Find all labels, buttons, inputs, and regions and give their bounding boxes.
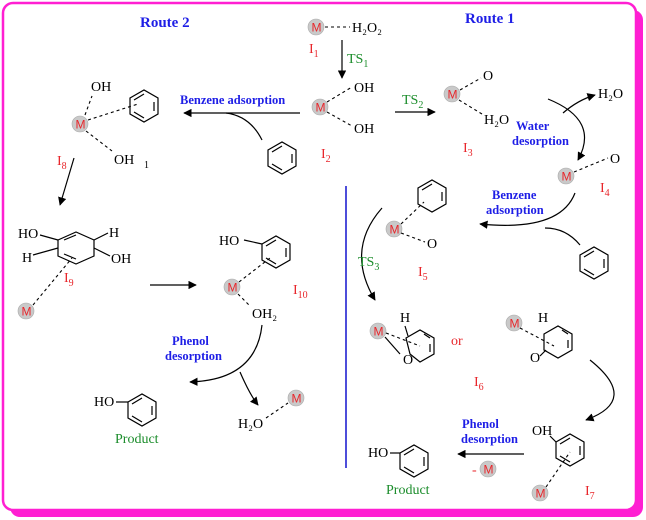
svg-text:M: M xyxy=(316,101,326,115)
i9-h-right: H xyxy=(109,226,119,241)
svg-text:M: M xyxy=(292,392,302,406)
i6a-o: O xyxy=(403,353,413,368)
metal-atom-released-r1: M xyxy=(479,460,497,478)
ring-i6b xyxy=(543,325,573,359)
benzene-ring-r1 xyxy=(579,246,609,280)
metal-atom-i8: M xyxy=(71,115,89,133)
svg-text:M: M xyxy=(228,281,238,295)
i8-oh-top: OH xyxy=(91,80,111,95)
step-water-desorption-2: desorption xyxy=(512,134,569,148)
intermediate-i10: I10 xyxy=(293,283,308,301)
intermediate-i8: I8 xyxy=(57,154,67,172)
phenol-ring-r1 xyxy=(399,444,429,478)
ring-i9 xyxy=(57,231,95,265)
svg-text:M: M xyxy=(562,170,572,184)
svg-text:M: M xyxy=(22,305,32,319)
ring-i6a xyxy=(405,329,435,363)
i9-h-left: H xyxy=(22,251,32,266)
step-water-desorption-1: Water xyxy=(516,119,550,133)
ts2-label: TS2 xyxy=(402,93,423,111)
i10-oh2: OH₂ xyxy=(252,307,277,322)
metal-atom-released-r2: M xyxy=(287,389,305,407)
i6a-h: H xyxy=(400,311,410,326)
step-phenol-desorption-r2-1: Phenol xyxy=(172,334,209,348)
or-label: or xyxy=(451,334,463,349)
i2-oh-top: OH xyxy=(354,81,374,96)
svg-text:M: M xyxy=(76,118,86,132)
minus-sign: - xyxy=(472,463,477,478)
intermediate-i6: I6 xyxy=(474,375,484,393)
route2-title: Route 2 xyxy=(140,15,190,31)
i5-o: O xyxy=(427,237,437,252)
svg-text:M: M xyxy=(510,317,520,331)
i7-oh: OH xyxy=(532,424,552,439)
benzene-ring-i5 xyxy=(417,179,447,213)
benzene-ring-i8 xyxy=(129,89,159,123)
h2o2-label: H₂O₂ xyxy=(352,21,382,36)
intermediate-i1: I1 xyxy=(309,42,319,60)
i6b-h: H xyxy=(538,311,548,326)
metal-atom-i6b: M xyxy=(505,314,523,332)
route1-title: Route 1 xyxy=(465,11,515,27)
step-benzene-adsorption-r2: Benzene adsorption xyxy=(180,93,285,107)
intermediate-i9: I9 xyxy=(64,271,74,289)
metal-atom-i7: M xyxy=(531,484,549,502)
metal-atom-i3: M xyxy=(443,85,461,103)
metal-atom-i9: M xyxy=(17,302,35,320)
i3-o: O xyxy=(483,69,493,84)
i8-oh-bottom: OH xyxy=(114,153,134,168)
product-r1-ho: HO xyxy=(368,446,388,461)
product-r2-label: Product xyxy=(115,432,159,447)
metal-atom-i4: M xyxy=(557,167,575,185)
step-phenol-desorption-r2-2: desorption xyxy=(165,349,222,363)
intermediate-i2: I2 xyxy=(321,147,331,165)
metal-atom-i5: M xyxy=(385,220,403,238)
i6b-o: O xyxy=(530,351,540,366)
svg-text:M: M xyxy=(536,487,546,501)
product-r1-label: Product xyxy=(386,483,430,498)
svg-text:M: M xyxy=(484,463,494,477)
i9-oh: OH xyxy=(111,252,131,267)
intermediate-i5: I5 xyxy=(418,265,428,283)
ts3-label: TS3 xyxy=(358,255,379,273)
i3-h2o: H₂O xyxy=(484,113,509,128)
i9-ho: HO xyxy=(18,227,38,242)
svg-text:M: M xyxy=(374,325,384,339)
frame-border xyxy=(1,1,638,512)
benzene-ring-r2 xyxy=(267,141,297,175)
phenol-ring-r2 xyxy=(127,393,157,427)
step-phenol-desorption-r1-1: Phenol xyxy=(462,417,499,431)
intermediate-i7: I7 xyxy=(585,484,595,502)
metal-atom-i10: M xyxy=(223,278,241,296)
released-h2o-m: H₂O xyxy=(238,417,263,432)
metal-atom-i2: M xyxy=(311,98,329,116)
product-r2-ho: HO xyxy=(94,395,114,410)
metal-atom-i6a: M xyxy=(369,322,387,340)
step-benzene-adsorption-r1-2: adsorption xyxy=(486,203,544,217)
released-h2o: H₂O xyxy=(598,87,623,102)
svg-text:M: M xyxy=(448,88,458,102)
i2-oh-bottom: OH xyxy=(354,122,374,137)
ring-i7 xyxy=(555,433,585,467)
metal-atom-i1: M xyxy=(307,18,325,36)
ts1-label: TS1 xyxy=(347,52,368,70)
i8-one: 1 xyxy=(144,160,149,171)
step-benzene-adsorption-r1-1: Benzene xyxy=(492,188,537,202)
svg-text:M: M xyxy=(312,21,322,35)
intermediate-i3: I3 xyxy=(463,141,473,159)
step-phenol-desorption-r1-2: desorption xyxy=(461,432,518,446)
i10-ho: HO xyxy=(219,234,239,249)
intermediate-i4: I4 xyxy=(600,181,610,199)
ring-i10 xyxy=(261,235,291,269)
i4-o: O xyxy=(610,152,620,167)
svg-text:M: M xyxy=(390,223,400,237)
